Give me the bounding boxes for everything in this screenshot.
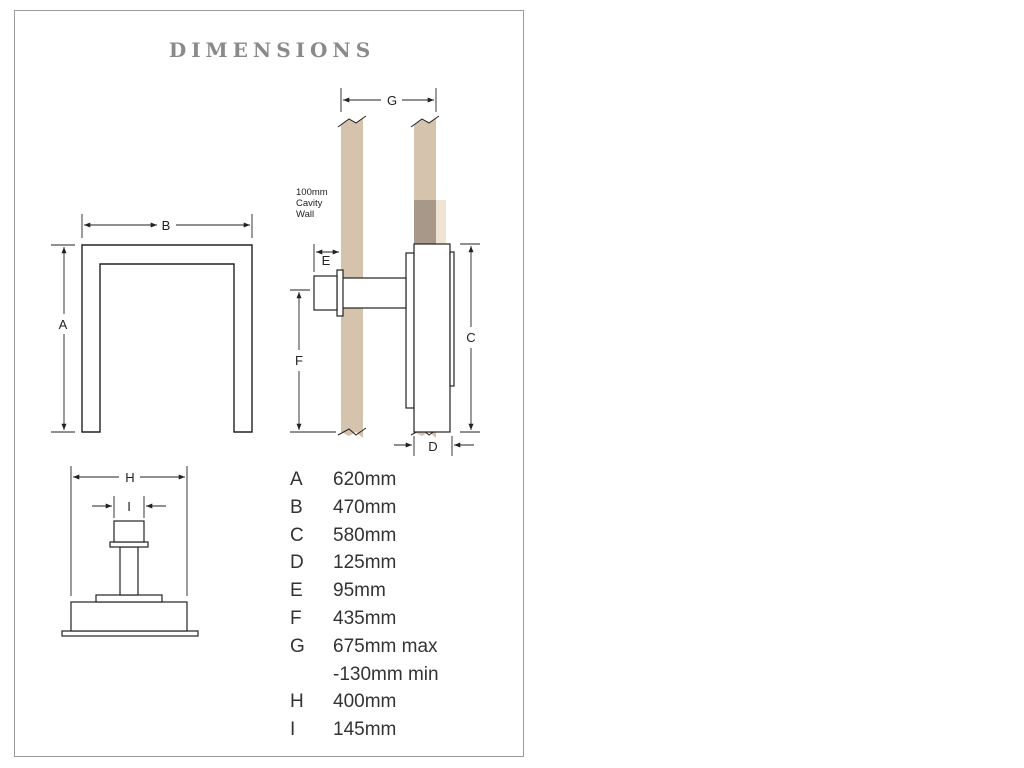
dimension-letter: E [290, 580, 303, 602]
dimension-letter: G [290, 635, 305, 657]
wall-opening-shade [414, 200, 436, 248]
cavity-label-line-3: Wall [296, 209, 314, 220]
dimension-value: 620mm [333, 469, 397, 490]
dimension-b [81, 214, 253, 238]
dimension-letter: B [290, 496, 303, 518]
cavity-wall-label: 100mm Cavity Wall [296, 187, 328, 220]
dimension-value: 470mm [333, 496, 397, 518]
dimension-row: F 435mm [290, 605, 510, 633]
dimension-c [460, 243, 480, 433]
dimension-letter: C [290, 524, 304, 546]
dimension-f [290, 289, 336, 433]
dimension-h [70, 466, 188, 596]
wall-opening-shade-light [436, 200, 446, 248]
dimension-letter: I [290, 719, 296, 741]
label-a: A [59, 317, 68, 332]
side-view [290, 88, 480, 456]
dimension-row: I 145mm [290, 716, 510, 744]
dimension-row: C 580mm [290, 522, 510, 550]
dimension-value: 435mm [333, 607, 397, 629]
dimension-row: -130mm min [290, 661, 510, 689]
dimension-letter [290, 661, 333, 689]
page-frame [14, 10, 524, 757]
dimension-d [394, 436, 474, 456]
dimension-e [313, 244, 339, 272]
label-h: H [125, 470, 134, 485]
label-g: G [387, 93, 397, 108]
dimension-i [92, 496, 166, 518]
cavity-label-line-2: Cavity [296, 198, 323, 209]
front-view [51, 214, 253, 433]
page-title: DIMENSIONS [168, 38, 376, 62]
fire-unit [313, 243, 455, 433]
dimension-g [340, 88, 437, 112]
dimension-value: 580mm [333, 524, 397, 546]
dimension-value: 675mm max [333, 635, 438, 657]
dimension-row: B 470mm [290, 494, 510, 522]
dimension-a [51, 244, 75, 433]
dimension-row: H 400mm [290, 688, 510, 716]
dimension-letter: A [290, 469, 303, 490]
dimension-row: E 95mm [290, 577, 510, 605]
dimension-value: 145mm [333, 719, 397, 741]
dimension-value: 125mm [333, 552, 397, 574]
label-d: D [428, 439, 437, 454]
dimension-value: 95mm [333, 580, 386, 602]
front-frame-outline [81, 244, 253, 433]
dimension-letter: F [290, 607, 302, 629]
dimension-row: A 620mm [290, 466, 510, 494]
dimension-letter: D [290, 552, 304, 574]
dimension-row: G 675mm max [290, 633, 510, 661]
dimension-row: D 125mm [290, 549, 510, 577]
label-e: E [322, 253, 331, 268]
cavity-label-line-1: 100mm [296, 187, 328, 198]
label-f: F [295, 353, 303, 368]
top-view [61, 520, 199, 637]
dimension-value: -130mm min [333, 663, 439, 685]
dimension-value: 400mm [333, 691, 397, 713]
dimension-letter: H [290, 691, 304, 713]
label-c: C [466, 330, 475, 345]
label-b: B [162, 218, 171, 233]
label-i: I [127, 499, 131, 514]
